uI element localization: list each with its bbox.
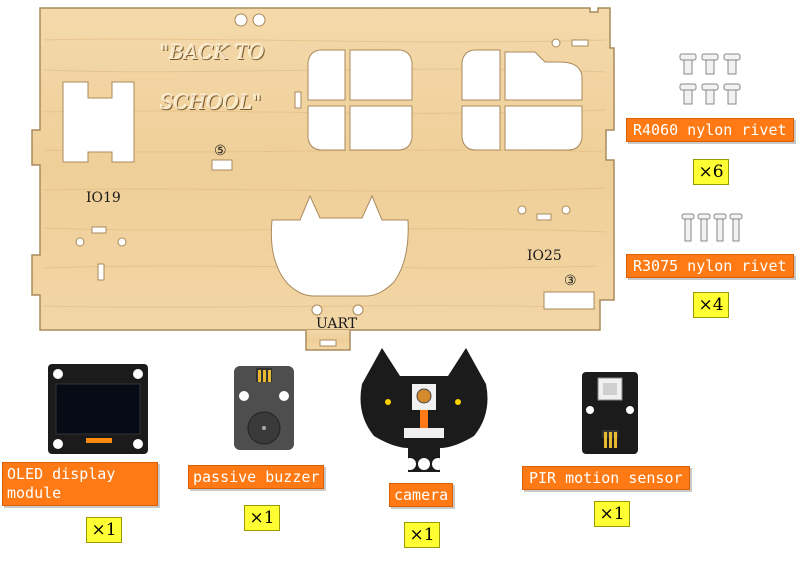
- buzzer-label: passive buzzer: [188, 465, 325, 489]
- mark-three: ③: [564, 273, 577, 289]
- r4060-label: R4060 nylon rivet: [626, 118, 794, 142]
- label-io19: IO19: [86, 190, 121, 206]
- pir-qty: ×1: [594, 501, 630, 527]
- r3075-label: R3075 nylon rivet: [626, 254, 794, 278]
- pir-sensor-image: [582, 372, 638, 454]
- camera-label: camera: [389, 483, 454, 507]
- mark-five: ⑤: [214, 143, 227, 159]
- r4060-qty: ×6: [693, 159, 729, 185]
- camera-qty: ×1: [404, 522, 440, 548]
- label-uart: UART: [316, 316, 358, 332]
- pir-label: PIR motion sensor: [522, 466, 690, 490]
- label-io25: IO25: [527, 248, 562, 264]
- slogan-line-1: "BACK TO: [160, 40, 265, 64]
- r3075-qty: ×4: [693, 292, 729, 318]
- oled-label: OLED display module: [2, 462, 158, 506]
- camera-image: [360, 348, 488, 472]
- buzzer-qty: ×1: [244, 505, 280, 531]
- oled-qty: ×1: [86, 517, 122, 543]
- oled-label-text: OLED display module: [7, 465, 116, 502]
- r4060-rivets-image: [679, 53, 741, 105]
- r3075-rivets-image: [681, 213, 743, 242]
- slogan-line-2: SCHOOL": [160, 90, 262, 114]
- buzzer-image: [234, 366, 294, 450]
- oled-module-image: [48, 364, 148, 454]
